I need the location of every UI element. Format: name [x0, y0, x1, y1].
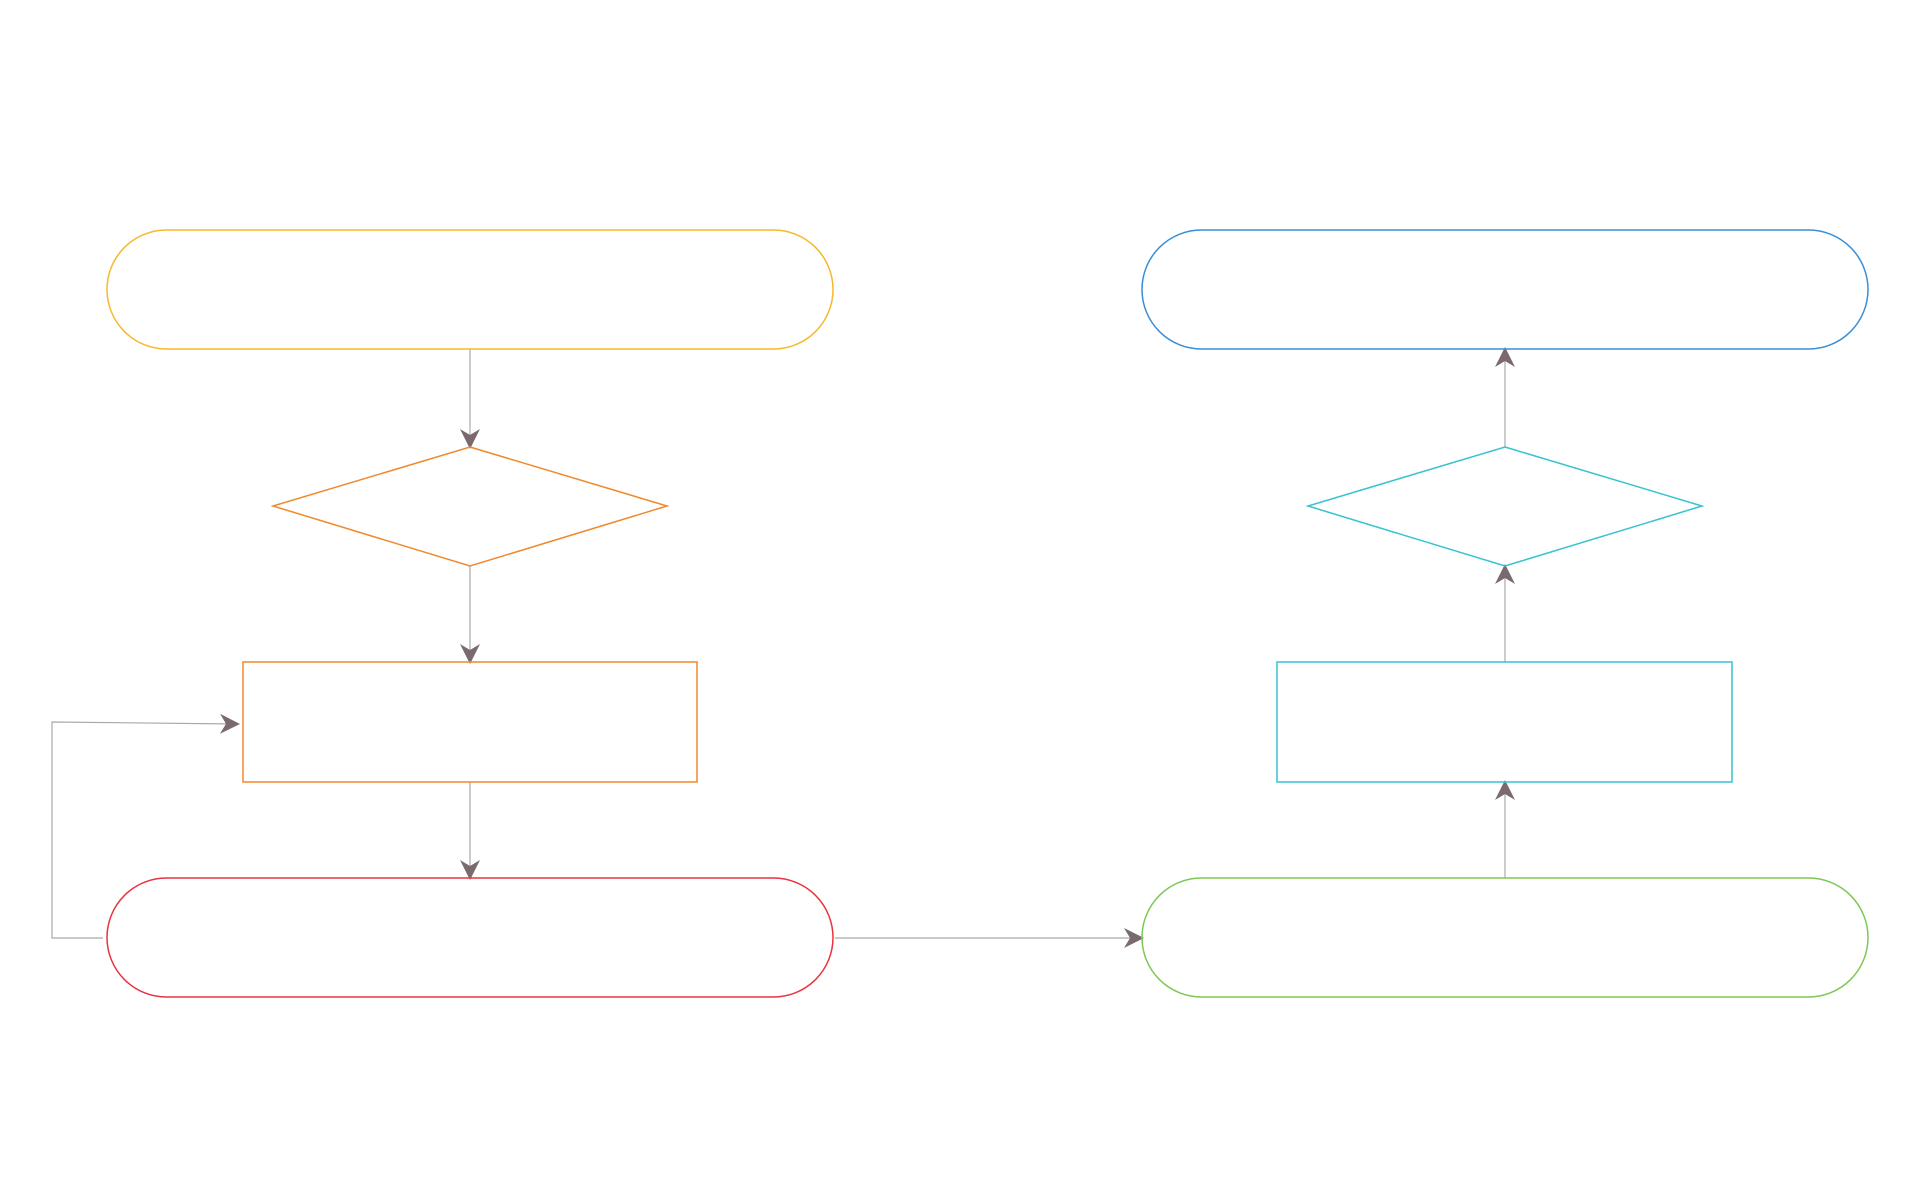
- process-2-box: [1276, 661, 1733, 783]
- connectors: [51, 347, 1515, 948]
- decision-1-diamond: [270, 446, 670, 567]
- loop-step-terminator: [106, 877, 834, 998]
- end-terminator: [1141, 229, 1869, 350]
- connector-loop-back: [51, 713, 240, 939]
- decision-2-diamond: [1305, 446, 1705, 567]
- start-terminator: [106, 229, 834, 350]
- process-1-box: [242, 661, 698, 783]
- right-bottom-terminator: [1141, 877, 1869, 998]
